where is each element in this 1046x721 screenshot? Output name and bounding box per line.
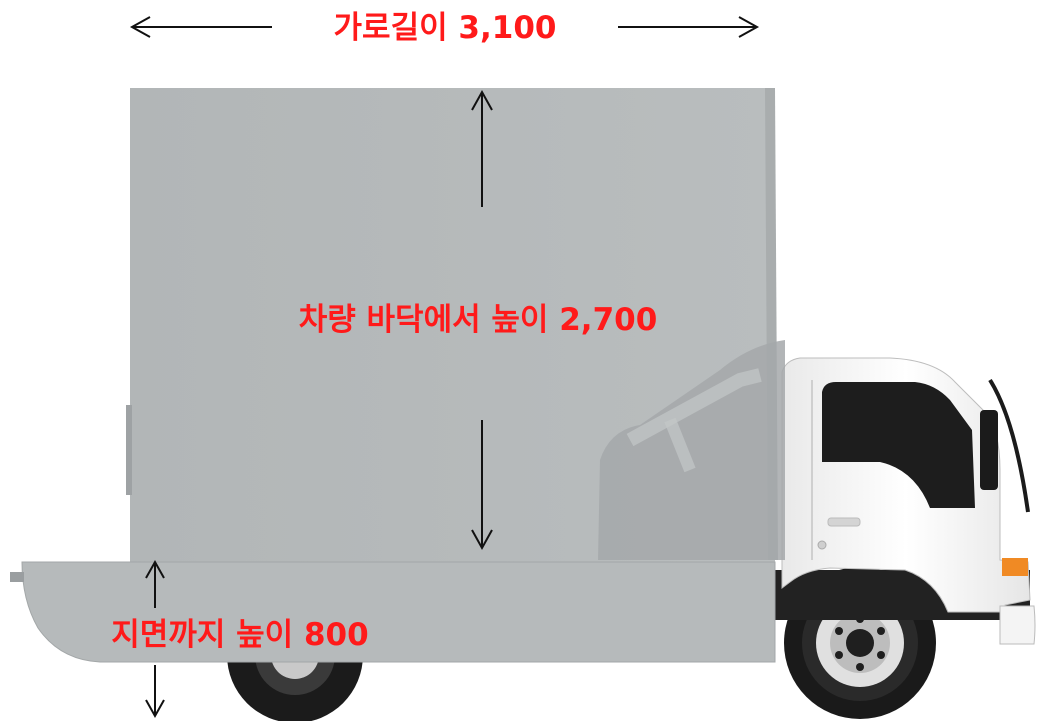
height-arrows bbox=[471, 89, 493, 551]
ground-height-arrows bbox=[145, 559, 165, 719]
width-label: 가로길이 3,100 bbox=[334, 10, 557, 46]
height-from-floor-label: 차량 바닥에서 높이 2,700 bbox=[299, 302, 658, 338]
mirror bbox=[980, 410, 998, 490]
indicator-light bbox=[1002, 558, 1028, 576]
cargo-box bbox=[126, 88, 785, 563]
cab-window bbox=[822, 382, 975, 508]
ground-height-label: 지면까지 높이 800 bbox=[111, 617, 368, 653]
width-arrows bbox=[129, 16, 760, 38]
truck-icon bbox=[10, 88, 1036, 721]
bed-panel bbox=[21, 561, 776, 663]
